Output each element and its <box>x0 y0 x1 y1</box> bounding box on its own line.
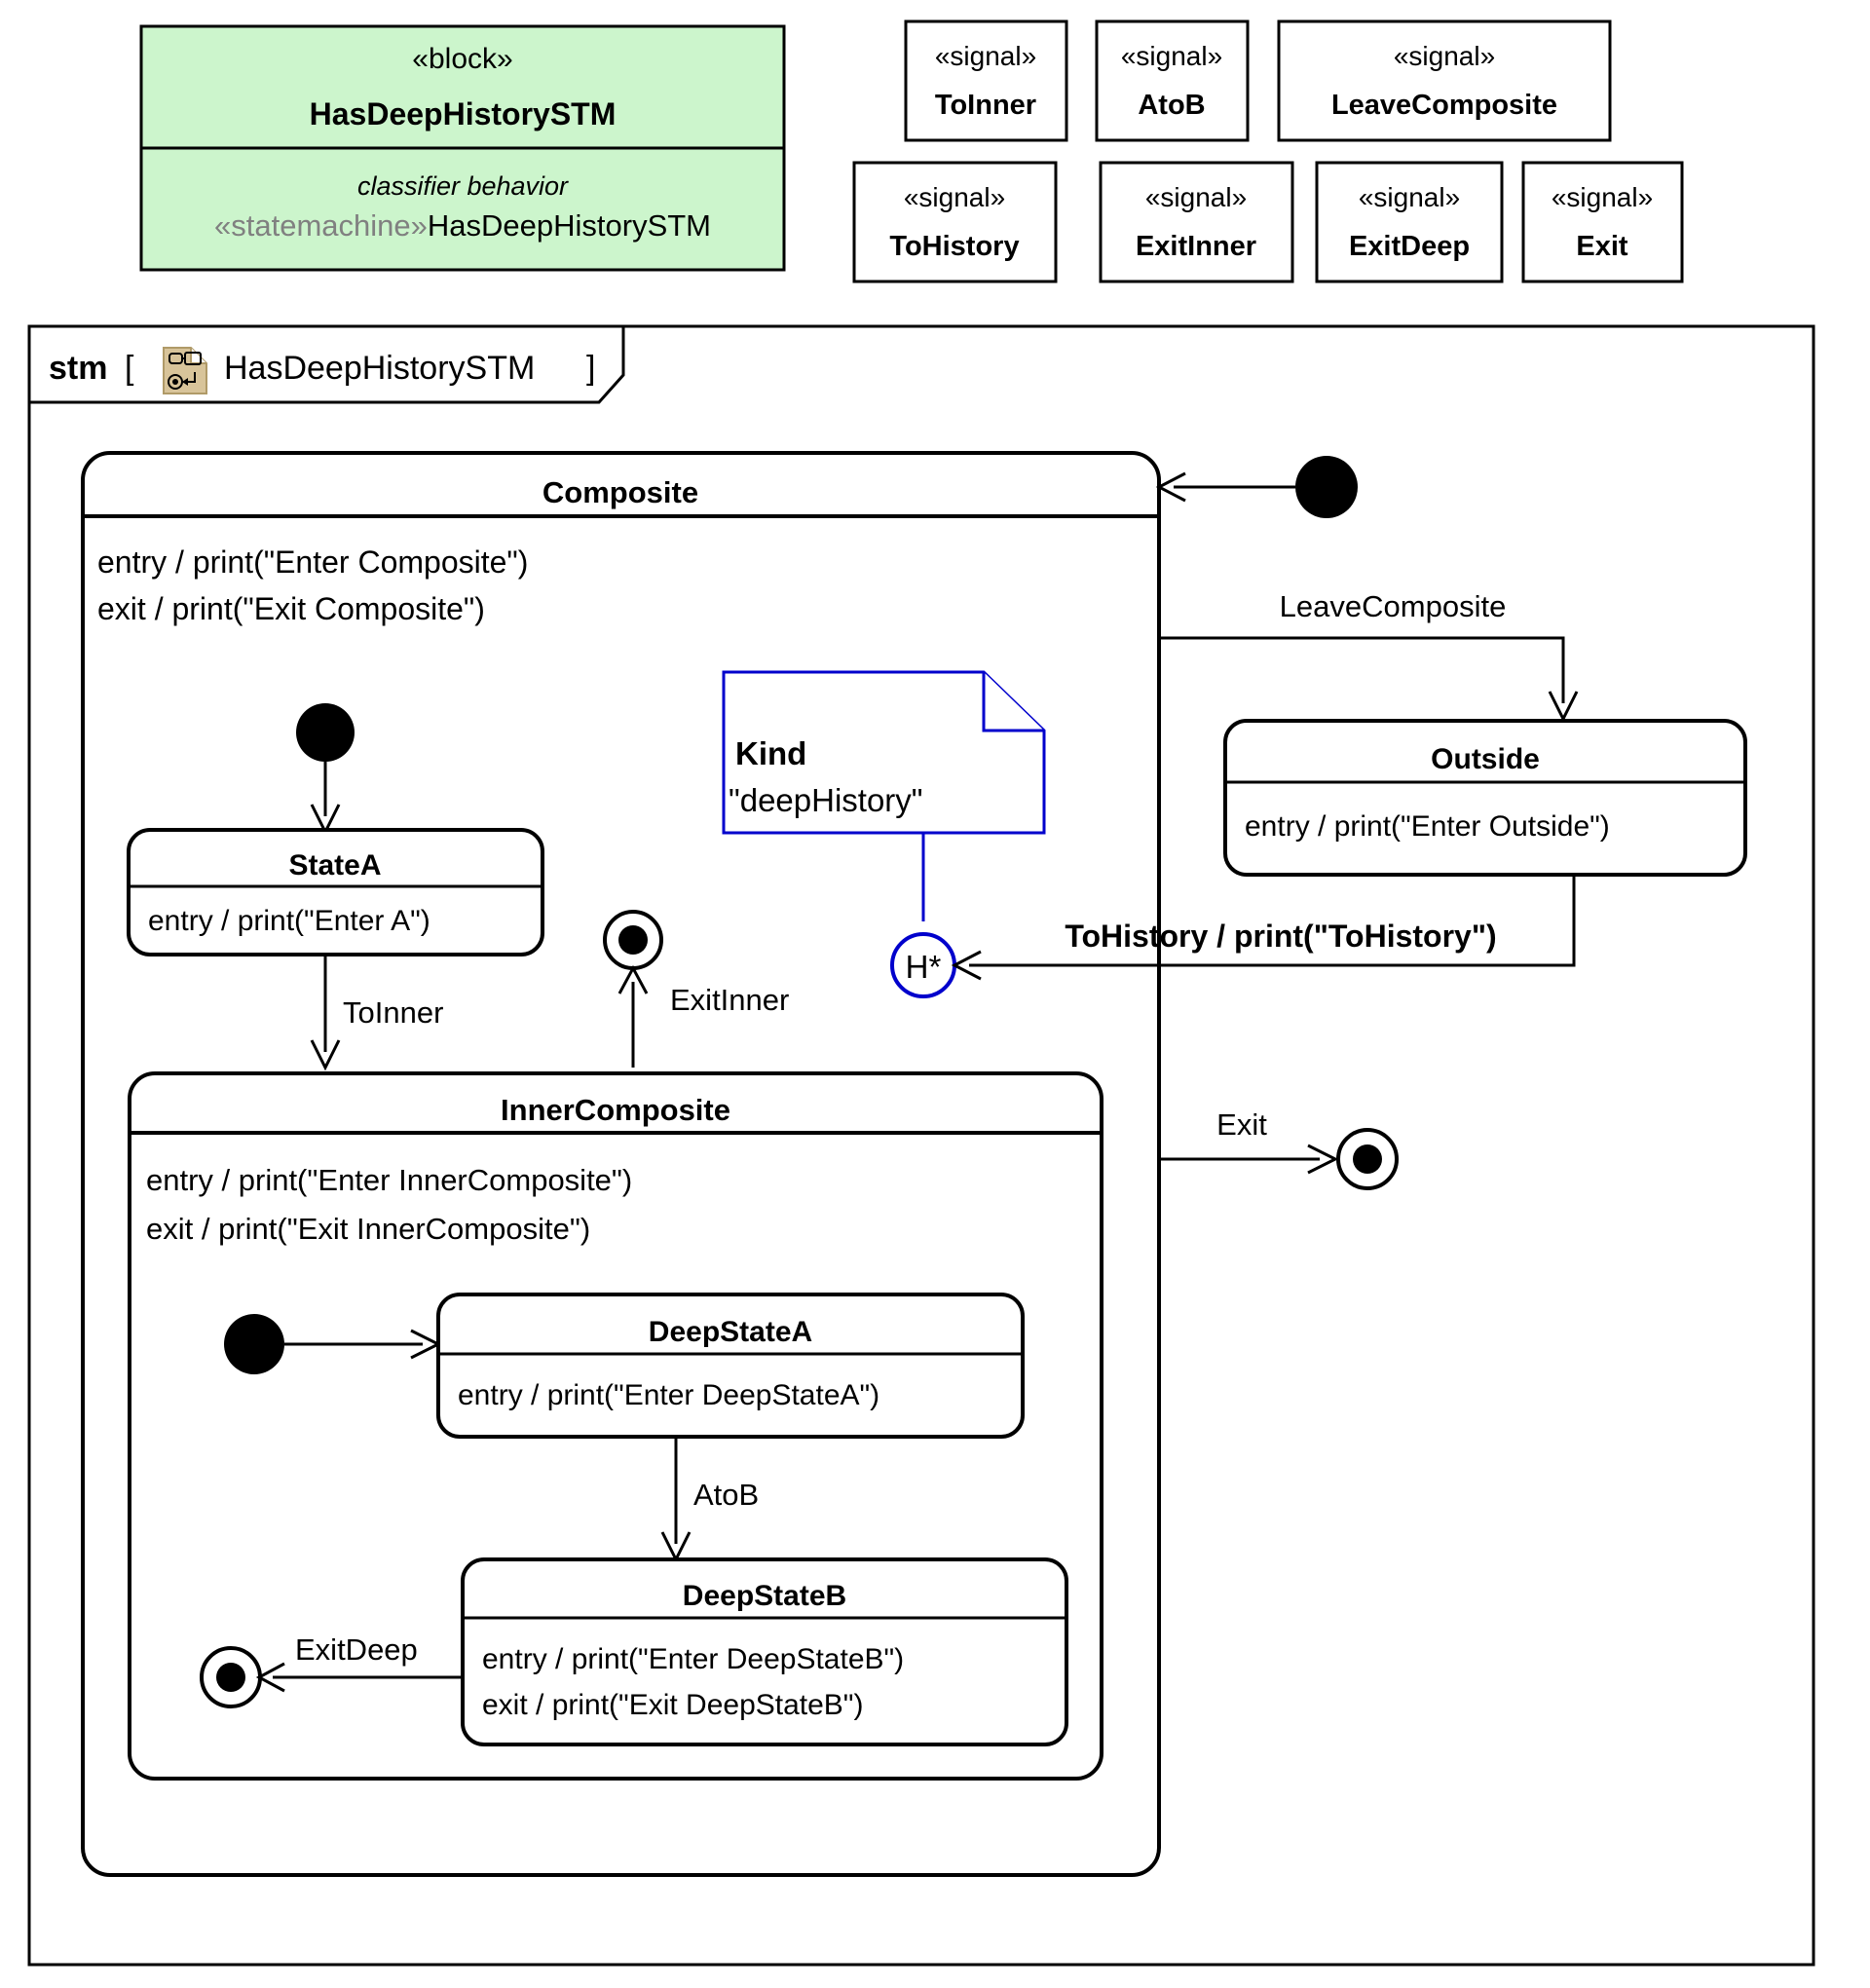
block-compartment-label: classifier behavior <box>357 171 569 201</box>
state-innercomposite-entry: entry / print("Enter InnerComposite") <box>146 1163 632 1197</box>
signal-name-exit: Exit <box>1576 231 1628 262</box>
signal-stereotype: «signal» <box>1359 182 1460 212</box>
behavior-stereotype: «statemachine» <box>214 208 428 243</box>
note-kind-title: Kind <box>735 735 806 771</box>
frame-kind-label: stm <box>49 350 107 387</box>
state-outside-name: Outside <box>1431 743 1540 775</box>
state-composite-name: Composite <box>542 475 698 509</box>
frame-bracket-open: [ <box>125 350 134 387</box>
transition-leave-composite: LeaveComposite <box>1159 589 1579 723</box>
transition-initial-to-composite <box>1155 471 1295 503</box>
state-composite-exit: exit / print("Exit Composite") <box>97 591 485 626</box>
signal-stereotype: «signal» <box>1121 41 1222 71</box>
transition-atob: AtoB <box>660 1437 759 1563</box>
signal-name-tohistory: ToHistory <box>889 231 1019 262</box>
final-state-exit <box>1336 1128 1399 1190</box>
transition-exit-inner-label: ExitInner <box>670 983 789 1017</box>
signal-box-exitdeep: «signal» ExitDeep <box>1315 161 1504 283</box>
state-deepstateb-entry: entry / print("Enter DeepStateB") <box>482 1643 904 1675</box>
history-pseudostate[interactable]: H* <box>890 932 956 998</box>
statemachine-diagram-icon <box>163 347 207 394</box>
state-deepstateb[interactable]: DeepStateB entry / print("Enter DeepStat… <box>461 1557 1068 1746</box>
signal-box-tohistory: «signal» ToHistory <box>852 161 1058 283</box>
signal-box-exitinner: «signal» ExitInner <box>1099 161 1294 283</box>
initial-state-inner <box>224 1314 284 1374</box>
state-deepstateb-exit: exit / print("Exit DeepStateB") <box>482 1689 863 1721</box>
state-deepstatea-name: DeepStateA <box>649 1316 812 1348</box>
transition-exit-label: Exit <box>1216 1107 1267 1142</box>
transition-to-history: ToHistory / print("ToHistory") <box>951 875 1576 981</box>
frame-bracket-close: ] <box>586 350 595 387</box>
block-stereotype: «block» <box>412 43 512 75</box>
note-kind: Kind "deepHistory" <box>722 670 1046 835</box>
block-classifier-behavior: «statemachine»HasDeepHistorySTM <box>214 208 711 243</box>
note-kind-value: "deepHistory" <box>729 782 923 818</box>
signal-stereotype: «signal» <box>904 182 1005 212</box>
signal-name-atob: AtoB <box>1138 90 1205 121</box>
final-state-exitinner <box>603 910 663 970</box>
signal-stereotype: «signal» <box>1394 41 1495 71</box>
transition-to-inner-label: ToInner <box>343 995 443 1030</box>
signal-name-leavecomposite: LeaveComposite <box>1331 90 1557 121</box>
transition-exit: Exit <box>1159 1107 1339 1175</box>
transition-exit-deep: ExitDeep <box>255 1632 463 1693</box>
transition-leave-composite-label: LeaveComposite <box>1280 589 1507 623</box>
state-outside[interactable]: Outside entry / print("Enter Outside") <box>1223 719 1747 877</box>
signal-stereotype: «signal» <box>1552 182 1653 212</box>
state-innercomposite-name: InnerComposite <box>501 1093 730 1127</box>
block-definition-box: «block» HasDeepHistorySTM classifier beh… <box>139 24 786 272</box>
signal-name-exitinner: ExitInner <box>1136 231 1256 262</box>
transition-exit-inner: ExitInner <box>617 964 789 1068</box>
final-state-exitdeep <box>200 1646 262 1708</box>
transition-to-history-label: ToHistory / print("ToHistory") <box>1065 919 1496 954</box>
block-name: HasDeepHistorySTM <box>310 96 617 131</box>
state-deepstatea[interactable]: DeepStateA entry / print("Enter DeepStat… <box>436 1293 1025 1439</box>
state-deepstatea-entry: entry / print("Enter DeepStateA") <box>458 1379 879 1411</box>
signal-stereotype: «signal» <box>1145 182 1247 212</box>
state-composite-entry: entry / print("Enter Composite") <box>97 544 528 580</box>
signal-box-atob: «signal» AtoB <box>1095 19 1250 142</box>
state-innercomposite-exit: exit / print("Exit InnerComposite") <box>146 1212 590 1246</box>
initial-state-top <box>1295 456 1358 518</box>
signal-box-exit: «signal» Exit <box>1521 161 1684 283</box>
signal-box-toinner: «signal» ToInner <box>904 19 1068 142</box>
transition-to-inner: ToInner <box>310 955 443 1071</box>
signal-box-leavecomposite: «signal» LeaveComposite <box>1277 19 1612 142</box>
state-statea[interactable]: StateA entry / print("Enter A") <box>127 828 544 956</box>
history-label: H* <box>906 949 942 985</box>
state-outside-entry: entry / print("Enter Outside") <box>1245 810 1610 843</box>
frame-diagram-name: HasDeepHistorySTM <box>224 350 535 387</box>
signal-name-toinner: ToInner <box>935 90 1036 121</box>
transition-exit-deep-label: ExitDeep <box>295 1632 418 1667</box>
state-statea-name: StateA <box>288 849 381 881</box>
initial-state-composite <box>296 703 355 762</box>
behavior-name: HasDeepHistorySTM <box>428 208 711 243</box>
signal-name-exitdeep: ExitDeep <box>1349 231 1470 262</box>
transition-atob-label: AtoB <box>693 1478 759 1512</box>
signal-stereotype: «signal» <box>935 41 1036 71</box>
state-deepstateb-name: DeepStateB <box>683 1580 846 1612</box>
state-statea-entry: entry / print("Enter A") <box>148 905 430 937</box>
